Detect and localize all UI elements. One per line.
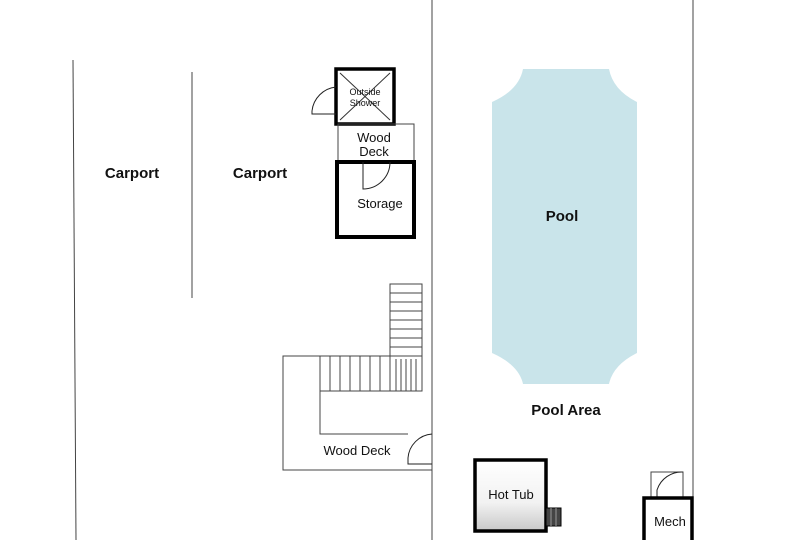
hot-tub-label: Hot Tub	[488, 487, 534, 502]
storage-room: Storage	[335, 160, 416, 239]
wood-deck-bottom-label: Wood Deck	[324, 443, 391, 458]
storage-walls	[335, 160, 416, 239]
mech-door-frame	[650, 471, 684, 499]
carport-left-label: Carport	[105, 165, 159, 182]
wood-deck-bottom-inner-edge	[319, 391, 408, 435]
property-lines	[72, 0, 694, 540]
pool-shape	[492, 69, 637, 384]
wood-deck-bottom	[282, 355, 433, 471]
wood-deck-door-swing	[407, 433, 433, 465]
wood-deck-top: Wood Deck	[337, 123, 415, 163]
wood-deck-top-label-line1: Wood	[357, 130, 391, 145]
mech-label: Mech	[654, 514, 686, 529]
pool-area-label: Pool Area	[531, 402, 601, 419]
stairs-upper	[389, 283, 423, 357]
carport-outer-line	[72, 59, 77, 540]
hot-tub: Hot Tub	[473, 458, 562, 533]
wood-deck-top-label-line2: Deck	[359, 144, 389, 159]
outside-shower: Outside Shower	[311, 67, 396, 126]
stairs-lower-outline	[319, 355, 423, 392]
mech-door-swing	[656, 471, 684, 498]
mech-walls	[642, 496, 694, 540]
shower-door-swing	[311, 86, 337, 115]
pool-label: Pool	[546, 208, 579, 225]
outside-shower-label-line2: Shower	[350, 98, 381, 108]
hot-tub-walls	[473, 458, 548, 533]
storage-door-swing	[362, 161, 391, 190]
outside-shower-label-line1: Outside	[349, 87, 380, 97]
carport-right-label: Carport	[233, 165, 287, 182]
mech-room: Mech	[642, 471, 694, 540]
shower-cross-line-b	[339, 72, 391, 121]
storage-label: Storage	[357, 196, 403, 211]
hot-tub-step	[545, 507, 562, 527]
pool: Pool	[492, 69, 637, 384]
stairs-lower	[319, 355, 423, 392]
wood-deck-bottom-outline	[282, 355, 432, 471]
